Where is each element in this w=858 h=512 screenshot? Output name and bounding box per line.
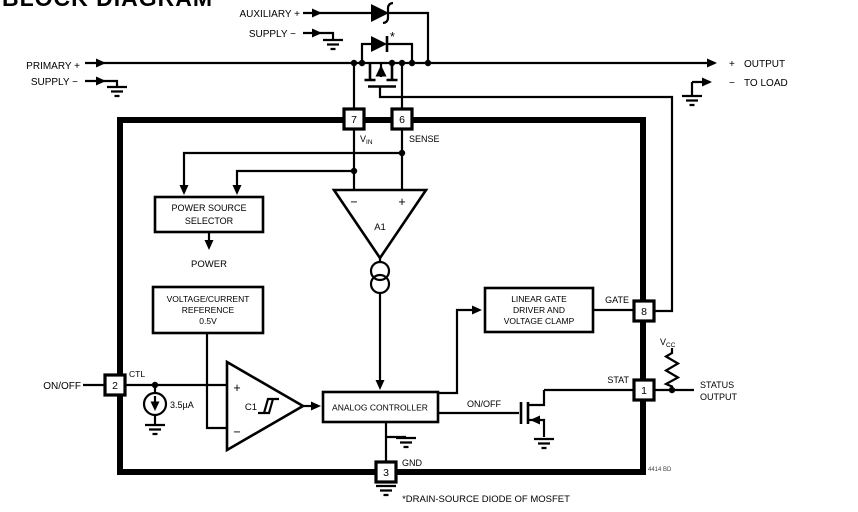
gate-driver-block: LINEAR GATE DRIVER AND VOLTAGE CLAMP bbox=[483, 286, 634, 334]
c1-minus-label: − bbox=[233, 425, 240, 439]
reference-block: VOLTAGE/CURRENT REFERENCE 0.5V bbox=[151, 285, 265, 430]
gnd-pin-ground-symbol bbox=[376, 484, 396, 497]
comparator-c1-symbol: + − C1 bbox=[225, 359, 321, 453]
pin-1: 1 bbox=[632, 378, 656, 402]
pin-7-name: VIN bbox=[360, 134, 373, 146]
pullup-resistor-symbol bbox=[663, 348, 681, 390]
onoff-input-label: ON/OFF bbox=[43, 381, 81, 392]
body-diode-asterisk: * bbox=[390, 30, 395, 44]
a1-plus-label: + bbox=[398, 195, 405, 209]
a1-label: A1 bbox=[374, 222, 386, 233]
pin-1-number: 1 bbox=[641, 385, 647, 397]
gate-driver-label-line3: VOLTAGE CLAMP bbox=[504, 316, 575, 326]
analog-controller-block: ANALOG CONTROLLER bbox=[321, 305, 482, 462]
schottky-diode-symbol bbox=[371, 1, 430, 63]
pulldown-current-source-symbol bbox=[142, 385, 168, 436]
load-return-wire bbox=[682, 77, 712, 107]
auxiliary-supply-label-line1: AUXILIARY + bbox=[240, 9, 301, 20]
status-output-label-line2: OUTPUT bbox=[700, 392, 738, 402]
rail-junction-dots bbox=[350, 59, 432, 67]
sense-internal-wires bbox=[179, 129, 406, 195]
clipped-page-title-text: BLOCK DIAGRAM bbox=[2, 0, 213, 8]
pin-2-name: CTL bbox=[129, 369, 145, 379]
amplifier-a1-symbol: − + A1 bbox=[331, 188, 429, 390]
footnote: *DRAIN-SOURCE DIODE OF MOSFET bbox=[402, 494, 570, 505]
controller-ground-symbol bbox=[396, 436, 416, 449]
gate-signal-label: ON/OFF bbox=[467, 399, 501, 409]
status-output-label-line1: STATUS bbox=[700, 380, 734, 390]
ctl-input-wires: 3.5µA bbox=[83, 381, 227, 436]
pin-6-number: 6 bbox=[399, 114, 405, 126]
primary-ground-symbol bbox=[107, 85, 127, 98]
pin-3: 3 bbox=[374, 460, 398, 497]
primary-supply-label-line1: PRIMARY + bbox=[26, 61, 80, 72]
part-code: 4414 BD bbox=[648, 467, 672, 473]
a1-minus-label: − bbox=[350, 195, 357, 209]
to-load-label: TO LOAD bbox=[744, 78, 788, 89]
pin-3-name: GND bbox=[402, 458, 423, 468]
clipped-page-title: BLOCK DIAGRAM bbox=[2, 0, 242, 8]
pin-7: 7 bbox=[342, 107, 366, 131]
pin-6-name: SENSE bbox=[409, 134, 440, 144]
c1-plus-label: + bbox=[233, 381, 240, 395]
selector-label-line2: SELECTOR bbox=[185, 216, 234, 226]
mosfet-body-diode-symbol: * bbox=[360, 30, 414, 63]
reference-label-line1: VOLTAGE/CURRENT bbox=[167, 294, 250, 304]
current-source-ground-symbol bbox=[145, 423, 165, 436]
analog-controller-label: ANALOG CONTROLLER bbox=[332, 403, 428, 413]
output-plus-sign: + bbox=[729, 59, 735, 70]
status-mosfet-symbol bbox=[438, 388, 634, 450]
pin-8-number: 8 bbox=[641, 306, 647, 318]
output-minus-sign: − bbox=[729, 78, 735, 89]
gate-wire bbox=[378, 86, 674, 313]
reference-label-line2: REFERENCE bbox=[182, 305, 235, 315]
gate-driver-label-line1: LINEAR GATE bbox=[511, 294, 567, 304]
pin-8: 8 bbox=[632, 299, 656, 323]
load-ground-symbol bbox=[682, 94, 702, 107]
pin-7-number: 7 bbox=[351, 114, 357, 126]
reference-label-line3: 0.5V bbox=[199, 316, 217, 326]
selector-label-line1: POWER SOURCE bbox=[171, 203, 246, 213]
auxiliary-supply-label-line2: SUPPLY − bbox=[249, 29, 296, 40]
pin-1-name: STAT bbox=[607, 375, 629, 385]
pin-2-number: 2 bbox=[112, 380, 118, 392]
output-label: OUTPUT bbox=[744, 59, 785, 70]
pin-8-name: GATE bbox=[605, 295, 629, 305]
pin-3-number: 3 bbox=[383, 467, 389, 479]
gate-driver-label-line2: DRIVER AND bbox=[513, 305, 565, 315]
pin-2: 2 bbox=[103, 373, 127, 397]
auxiliary-ground-symbol bbox=[323, 38, 343, 51]
status-mosfet-ground-symbol bbox=[534, 437, 554, 450]
vcc-label: VCC bbox=[660, 337, 676, 349]
primary-supply-label-line2: SUPPLY − bbox=[31, 77, 78, 88]
c1-label: C1 bbox=[245, 402, 257, 413]
auxiliary-supply-rail bbox=[303, 8, 371, 51]
status-output-wires bbox=[654, 348, 694, 394]
pin-6: 6 bbox=[390, 107, 414, 131]
power-source-selector-block: POWER SOURCE SELECTOR POWER bbox=[153, 195, 265, 270]
current-source-value: 3.5µA bbox=[170, 400, 194, 410]
power-output-label: POWER bbox=[191, 259, 227, 270]
pass-mosfet-symbol bbox=[364, 63, 398, 88]
hysteresis-icon bbox=[258, 397, 279, 415]
